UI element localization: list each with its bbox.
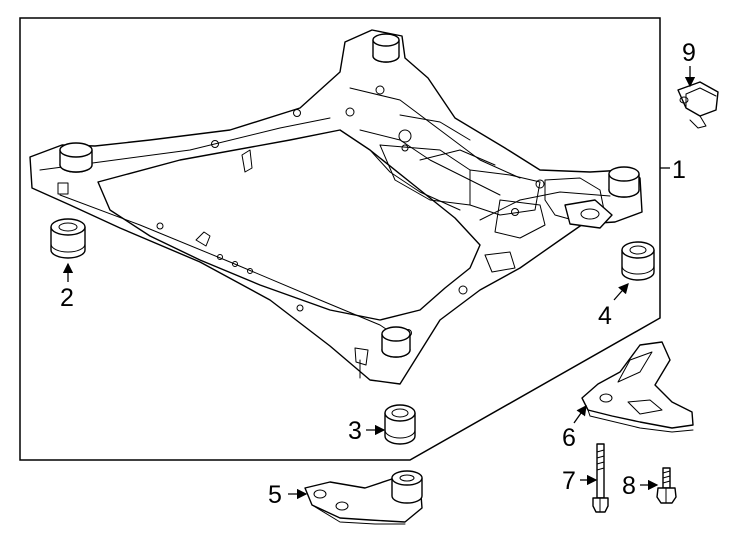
bushing-2 [50,218,86,259]
callout-6-arrow [573,404,587,424]
callout-4-arrow [613,283,629,301]
bolt-8 [656,467,677,504]
callout-2-label: 2 [60,284,74,312]
callout-6-label: 6 [562,424,576,452]
bracket-9 [677,81,719,129]
callout-1-label: 1 [672,156,686,184]
bushing-4 [621,241,655,281]
subframe-crossmember [29,29,643,385]
callout-3-label: 3 [348,417,362,445]
callout-8-label: 8 [622,472,636,500]
bracket-5 [304,470,423,525]
callout-5-label: 5 [268,481,282,509]
assembly-frame [19,17,661,461]
callout-9-label: 9 [682,39,696,67]
bushing-3 [384,404,416,445]
bracket-6 [581,341,694,433]
callout-7-label: 7 [562,467,576,495]
bolt-7 [592,443,609,513]
callout-4-label: 4 [598,302,612,330]
